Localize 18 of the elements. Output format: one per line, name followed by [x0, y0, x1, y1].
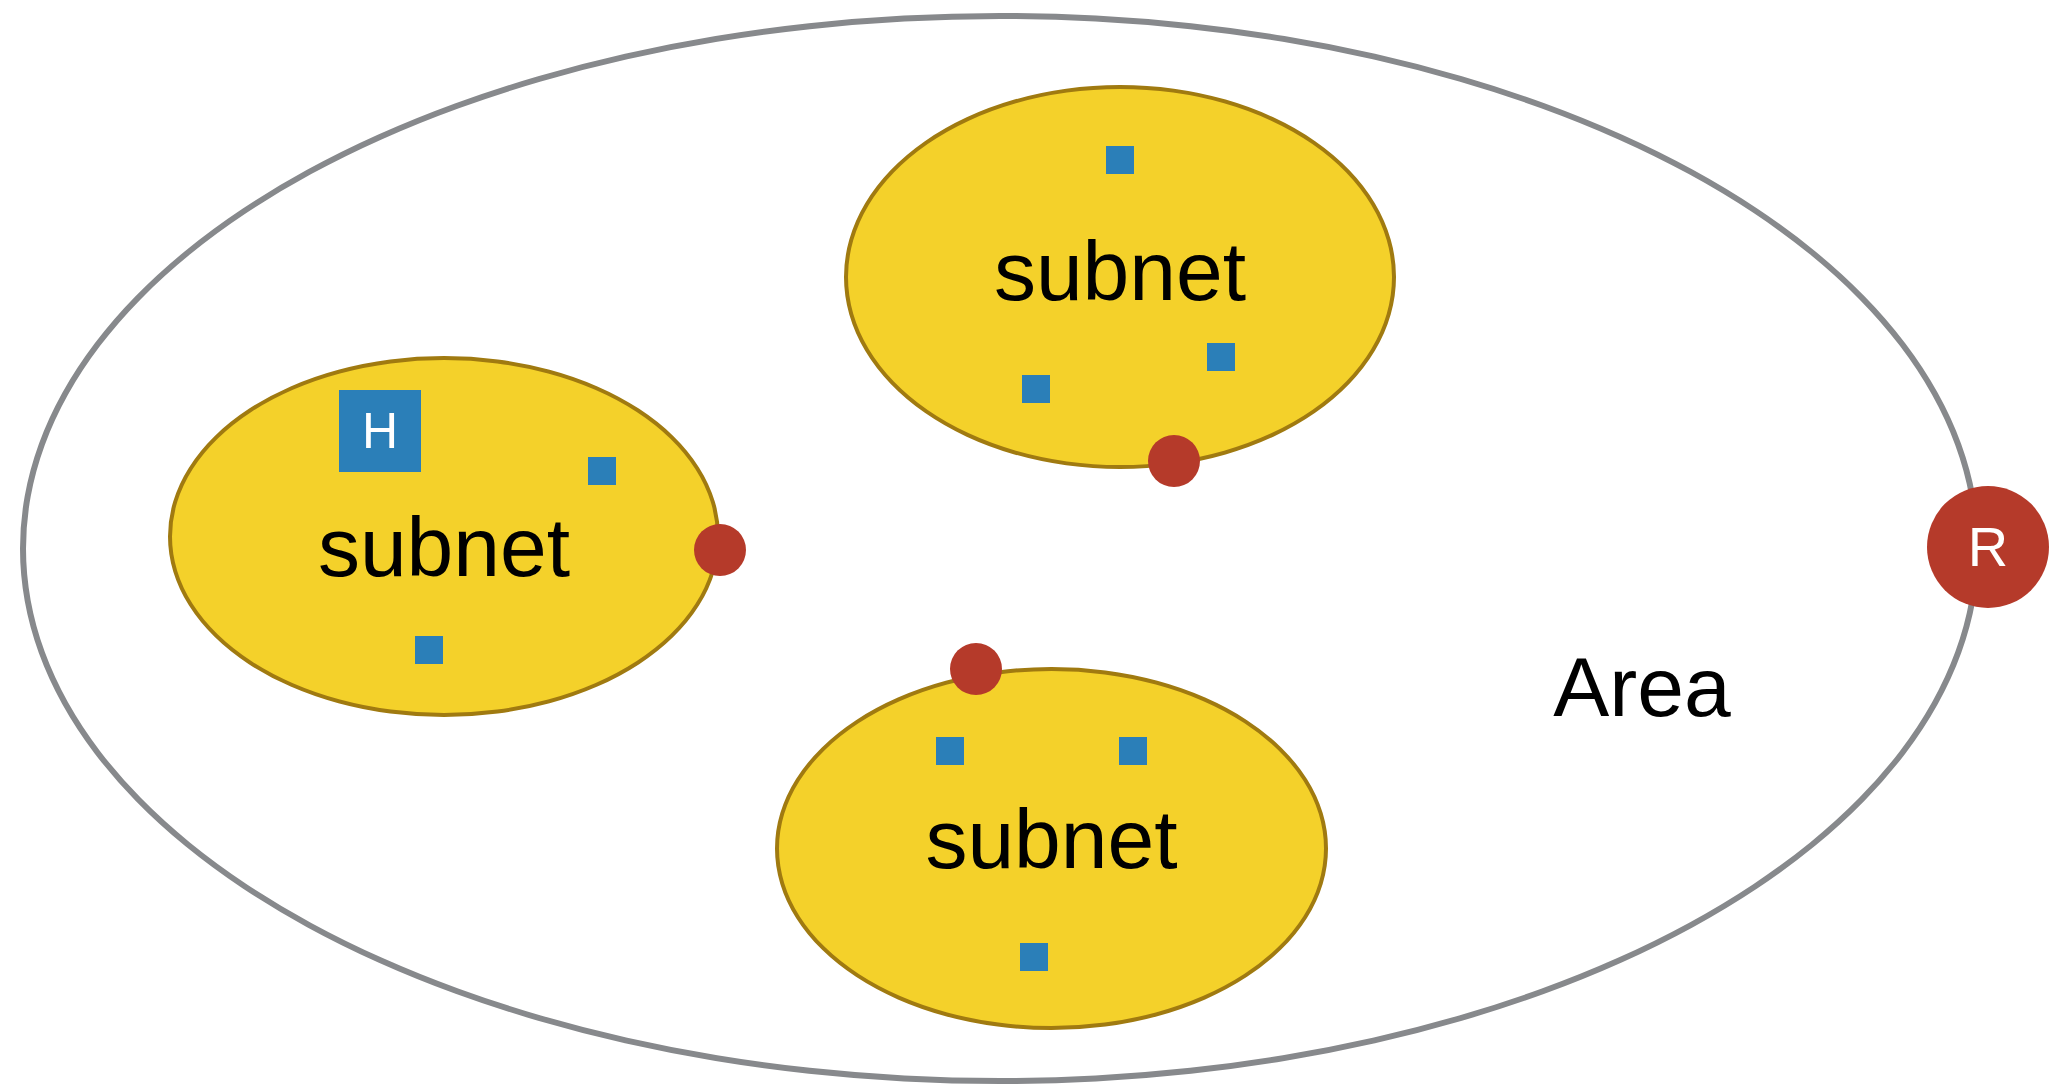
host-square — [415, 636, 443, 664]
subnet-label: subnet — [317, 504, 571, 589]
host-square — [588, 457, 616, 485]
host-square — [936, 737, 964, 765]
router-circle — [694, 524, 746, 576]
router-circle — [950, 643, 1002, 695]
area-label: Area — [1553, 645, 1731, 729]
host-label: H — [361, 406, 399, 456]
subnet-label: subnet — [925, 796, 1178, 881]
host-square — [1020, 943, 1048, 971]
host-square — [1119, 737, 1147, 765]
host-square — [1106, 146, 1134, 174]
subnet-label: subnet — [993, 229, 1247, 313]
host-square — [1022, 375, 1050, 403]
router-label: R — [1967, 519, 2009, 575]
host-square — [339, 390, 421, 472]
router-circle — [1148, 435, 1200, 487]
host-square — [1207, 343, 1235, 371]
